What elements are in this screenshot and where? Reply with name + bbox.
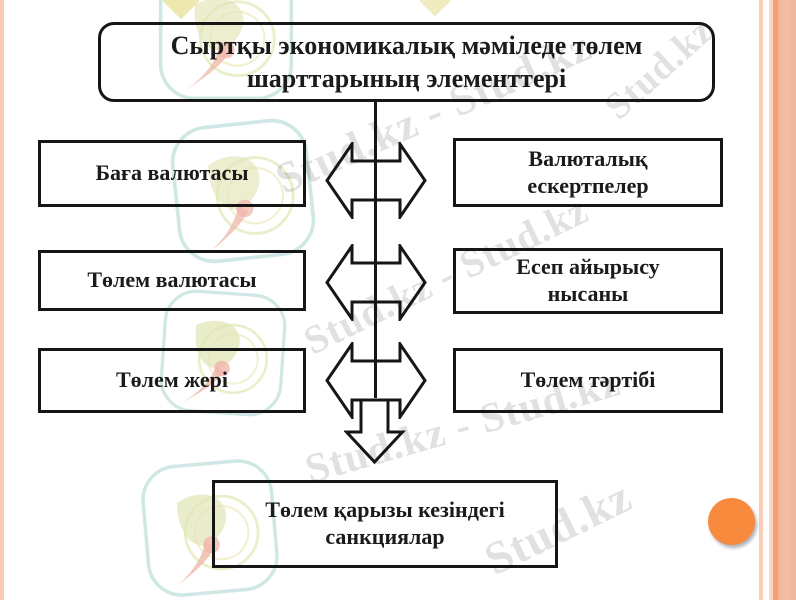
diamond-decoration bbox=[162, 0, 200, 20]
box-sanctions: Төлем қарызы кезіндегі санкциялар bbox=[212, 480, 558, 568]
box-payment-currency: Төлем валютасы bbox=[38, 250, 306, 311]
box-label-line-1: Валюталық bbox=[528, 145, 648, 171]
box-label-line-2: санкциялар bbox=[325, 524, 445, 549]
box-payment-procedure: Төлем тәртібі bbox=[453, 348, 723, 413]
title-line-2: шарттарының элементтері bbox=[246, 64, 567, 93]
box-label-line-2: нысаны bbox=[547, 281, 629, 306]
box-label: Төлем валютасы bbox=[87, 267, 257, 293]
vertical-connector-line bbox=[374, 100, 377, 398]
box-label-line-1: Төлем қарызы кезіндегі bbox=[265, 497, 505, 523]
box-label-line-1: Төлем тәртібі bbox=[520, 367, 656, 393]
diamond-decoration bbox=[419, 0, 451, 17]
box-settlement-form: Есеп айырысу нысаны bbox=[453, 248, 723, 314]
box-label: Төлем жері bbox=[115, 367, 229, 393]
left-edge-stripe bbox=[0, 0, 4, 600]
box-price-currency: Баға валютасы bbox=[38, 140, 306, 207]
box-label-line-2: ескертпелер bbox=[527, 172, 649, 198]
box-label-line-1: Есеп айырысу bbox=[516, 254, 660, 280]
title-box: Сыртқы экономикалық мәміледе төлем шартт… bbox=[98, 22, 715, 102]
box-currency-clauses: Валюталық ескертпелер bbox=[453, 138, 723, 207]
box-label: Баға валютасы bbox=[95, 160, 249, 186]
right-edge-thin-stripe bbox=[759, 0, 763, 600]
right-edge-stripe-band bbox=[769, 0, 796, 600]
box-payment-place: Төлем жері bbox=[38, 348, 306, 413]
title-line-1: Сыртқы экономикалық мәміледе төлем bbox=[170, 30, 643, 60]
orange-dot bbox=[708, 498, 755, 545]
